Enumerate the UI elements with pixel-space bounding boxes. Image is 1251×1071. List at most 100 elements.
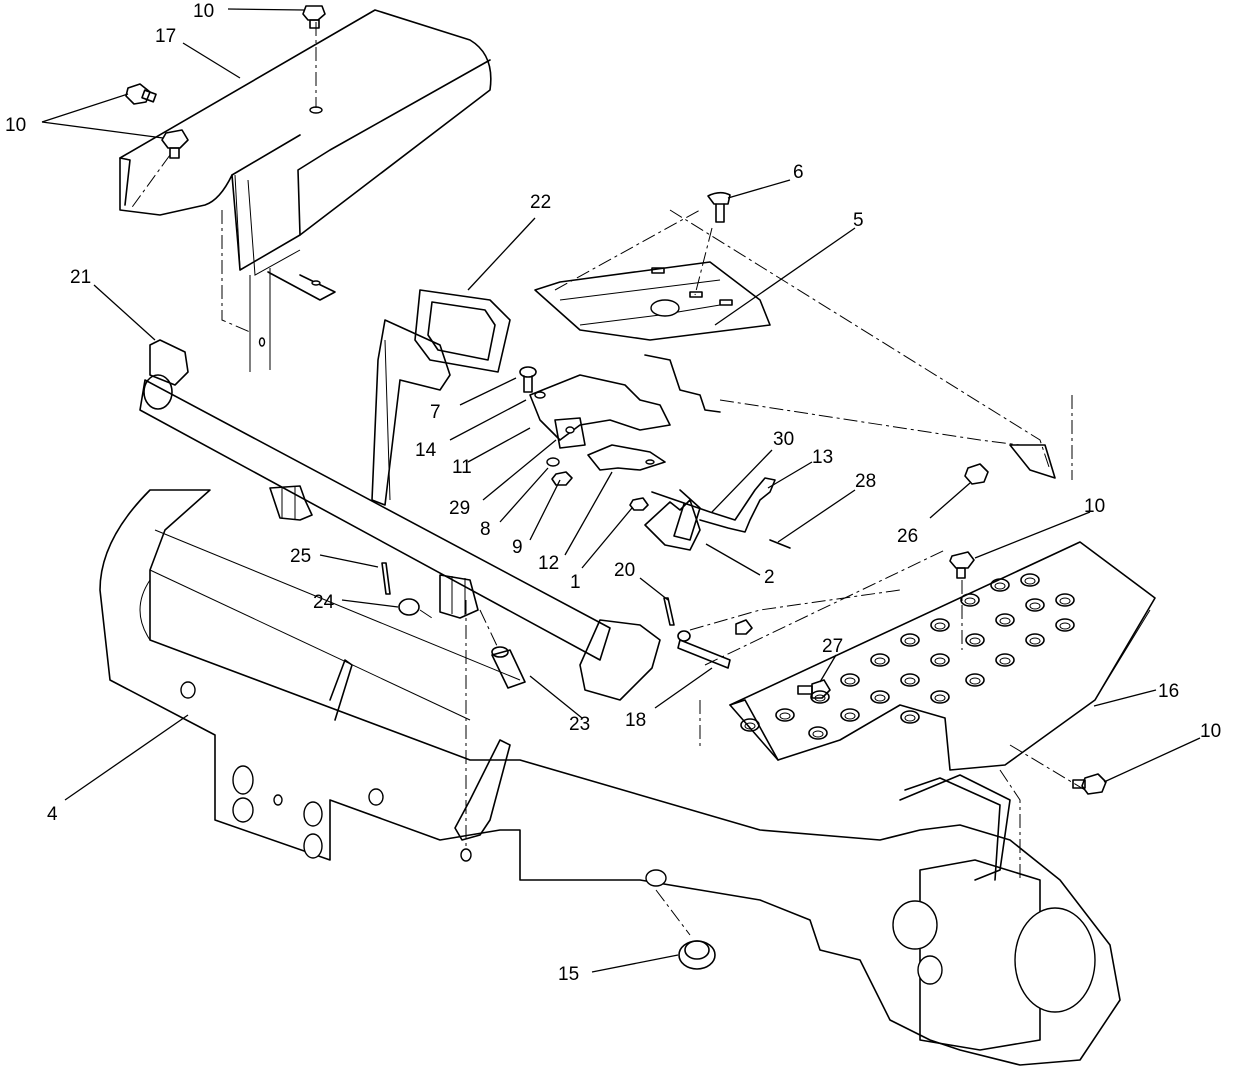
pin-28 <box>769 539 791 549</box>
step-dimple <box>1055 618 1075 632</box>
part-22-pedal-pad <box>414 289 511 373</box>
callout-17: 17 <box>155 26 176 47</box>
callout-4: 4 <box>47 804 58 825</box>
step-dimple-inner <box>779 712 791 720</box>
step-dimple <box>900 710 920 724</box>
step-dimple-inner <box>812 730 824 738</box>
pin-18-icon <box>677 630 731 669</box>
step-dimple-inner <box>934 657 946 665</box>
callout-29: 29 <box>449 498 470 519</box>
callout-21: 21 <box>70 267 91 288</box>
nut-18-icon <box>735 619 753 635</box>
part-21-pivot-tube <box>139 339 661 701</box>
pedal-arm <box>371 319 451 506</box>
step-dimple-inner <box>1059 622 1071 630</box>
step-dimple-inner <box>904 677 916 685</box>
step-dimple <box>990 578 1010 592</box>
step-dimple <box>995 653 1015 667</box>
step-dimple-inner <box>969 677 981 685</box>
bolt-10-step-icon <box>949 551 975 579</box>
step-dimple-inner <box>999 657 1011 665</box>
callout-28: 28 <box>855 471 876 492</box>
step-dimple <box>1025 598 1045 612</box>
step-dimple <box>1055 593 1075 607</box>
callout-6: 6 <box>793 162 804 183</box>
step-dimple-inner <box>874 694 886 702</box>
part-2-latch <box>644 489 701 551</box>
step-dimple-inner <box>934 694 946 702</box>
callout-14: 14 <box>415 440 437 461</box>
part-4-frame <box>99 489 1121 1066</box>
cotter-25-icon <box>381 562 391 595</box>
axis-line-step-bracket <box>999 769 1021 880</box>
step-dimple <box>740 718 760 732</box>
nut-1-icon <box>629 497 649 511</box>
step-dimple <box>965 633 985 647</box>
callout-10-step: 10 <box>1084 496 1105 517</box>
washer-24-icon <box>398 598 420 616</box>
step-dimple <box>775 708 795 722</box>
step-dimple-inner <box>844 677 856 685</box>
step-dimple <box>870 690 890 704</box>
step-dimple-inner <box>999 617 1011 625</box>
callout-2: 2 <box>764 567 775 588</box>
step-dimple <box>900 673 920 687</box>
callout-26: 26 <box>897 526 918 547</box>
step-dimple-inner <box>904 714 916 722</box>
bolt-7-icon <box>519 366 537 393</box>
callout-10-left: 10 <box>5 115 26 136</box>
callout-24: 24 <box>313 592 335 613</box>
callout-5: 5 <box>853 210 864 231</box>
axis-line-washer-24 <box>419 609 436 621</box>
callout-23: 23 <box>569 714 590 735</box>
callout-13: 13 <box>812 447 833 468</box>
step-dimple <box>930 618 950 632</box>
axis-line-bushing-15 <box>655 889 691 936</box>
step-dimple <box>995 613 1015 627</box>
washer-8-icon <box>546 457 560 467</box>
callout-12: 12 <box>538 553 559 574</box>
step-dimple <box>900 633 920 647</box>
step-dimple <box>1025 633 1045 647</box>
axis-line-pin-23 <box>479 609 499 649</box>
step-dimple-inner <box>904 637 916 645</box>
step-dimple-inner <box>969 637 981 645</box>
pin-23-icon <box>491 646 526 689</box>
callout-15: 15 <box>558 964 579 985</box>
step-dimple <box>810 690 830 704</box>
bolt-10-top-icon <box>302 5 326 29</box>
step-dimple-inner <box>844 712 856 720</box>
part-16-step-plate <box>729 541 1156 771</box>
screw-6-icon <box>707 191 731 223</box>
axis-line-bolt-10-lower <box>1009 744 1086 791</box>
callout-10-right: 10 <box>1200 721 1221 742</box>
step-dimple <box>808 726 828 740</box>
callout-16: 16 <box>1158 681 1179 702</box>
step-dimple <box>930 653 950 667</box>
part-13-rod <box>651 477 776 533</box>
bolt-10-left-upper-icon <box>125 83 157 105</box>
step-dimple <box>840 673 860 687</box>
callout-7: 7 <box>430 402 441 423</box>
axis-line-step-outline <box>699 549 946 750</box>
step-dimple-inner <box>934 622 946 630</box>
callout-20: 20 <box>614 560 635 581</box>
axis-line-pin-18 <box>689 589 901 631</box>
step-plate-dimples <box>740 573 1075 740</box>
part-14-bracket <box>529 374 671 449</box>
step-dimple <box>840 708 860 722</box>
callout-18: 18 <box>625 710 646 731</box>
step-dimple-inner <box>1059 597 1071 605</box>
callout-labels: 10 17 10 21 22 6 5 7 14 11 29 8 9 12 1 3… <box>5 1 1221 985</box>
step-dimple <box>960 593 980 607</box>
step-dimple <box>965 673 985 687</box>
callout-25: 25 <box>290 546 311 567</box>
step-dimple-inner <box>1024 577 1036 585</box>
callout-11: 11 <box>452 457 472 478</box>
step-dimple-inner <box>1029 637 1041 645</box>
part-12-plate <box>587 444 666 471</box>
step-dimple-inner <box>1029 602 1041 610</box>
callout-27: 27 <box>822 636 843 657</box>
callout-10-top: 10 <box>193 1 214 22</box>
bolt-10-right-lower-icon <box>1072 773 1107 795</box>
